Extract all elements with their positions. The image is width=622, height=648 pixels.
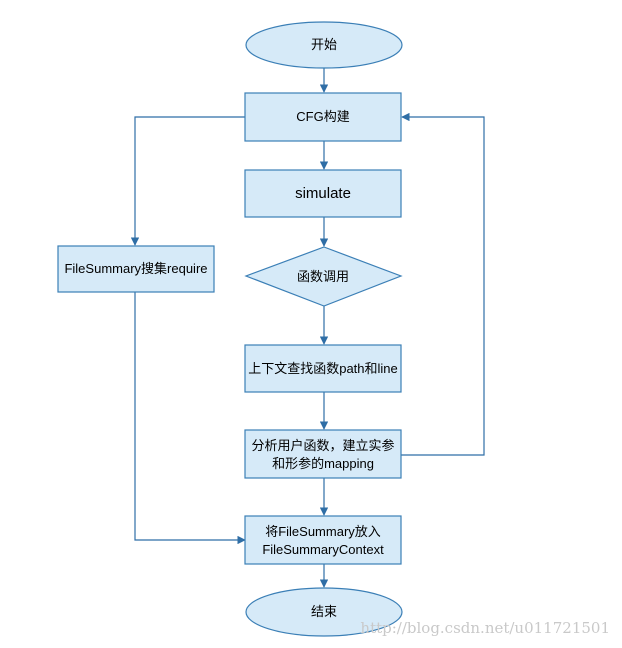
put-filesummary-label-line2: FileSummaryContext — [262, 542, 384, 557]
put-filesummary-label-line1: 将FileSummary放入 — [265, 524, 381, 539]
lookup-label: 上下文查找函数path和line — [248, 361, 398, 376]
lookup-box — [244, 344, 402, 393]
start-ellipse — [245, 21, 403, 69]
edge-filesummary-to-put — [134, 292, 246, 545]
analyze-box — [244, 429, 402, 479]
node-analyze: 分析用户函数，建立实参 和形参的mapping — [244, 429, 402, 479]
node-cfg: CFG构建 — [244, 92, 402, 142]
node-lookup: 上下文查找函数path和line — [244, 344, 402, 393]
cfg-box — [244, 92, 402, 142]
end-label: 结束 — [311, 604, 337, 619]
function-call-label: 函数调用 — [297, 269, 349, 284]
node-end: 结束 — [245, 587, 403, 637]
simulate-box — [244, 169, 402, 218]
cfg-label: CFG构建 — [296, 109, 349, 124]
analyze-label-line2: 和形参的mapping — [272, 456, 374, 471]
filesummary-collect-box — [57, 245, 215, 293]
analyze-label-line1: 分析用户函数，建立实参 — [251, 438, 394, 453]
node-filesummary-collect: FileSummary搜集require — [57, 245, 215, 293]
function-call-diamond — [244, 246, 403, 307]
node-simulate: simulate — [244, 169, 402, 218]
edge-cfg-to-filesummary — [130, 116, 245, 246]
edge-analyze-loop-to-cfg — [401, 112, 485, 456]
start-label: 开始 — [311, 37, 337, 52]
watermark: http://blog.csdn.net/u011721501 — [360, 619, 610, 637]
put-filesummary-box — [244, 515, 402, 565]
edges — [130, 68, 485, 588]
filesummary-collect-label: FileSummary搜集require — [64, 261, 207, 276]
end-ellipse — [245, 587, 403, 637]
node-function-call: 函数调用 — [244, 246, 403, 307]
simulate-label: simulate — [295, 185, 351, 202]
node-put-filesummary: 将FileSummary放入 FileSummaryContext — [244, 515, 402, 565]
node-start: 开始 — [245, 21, 403, 69]
